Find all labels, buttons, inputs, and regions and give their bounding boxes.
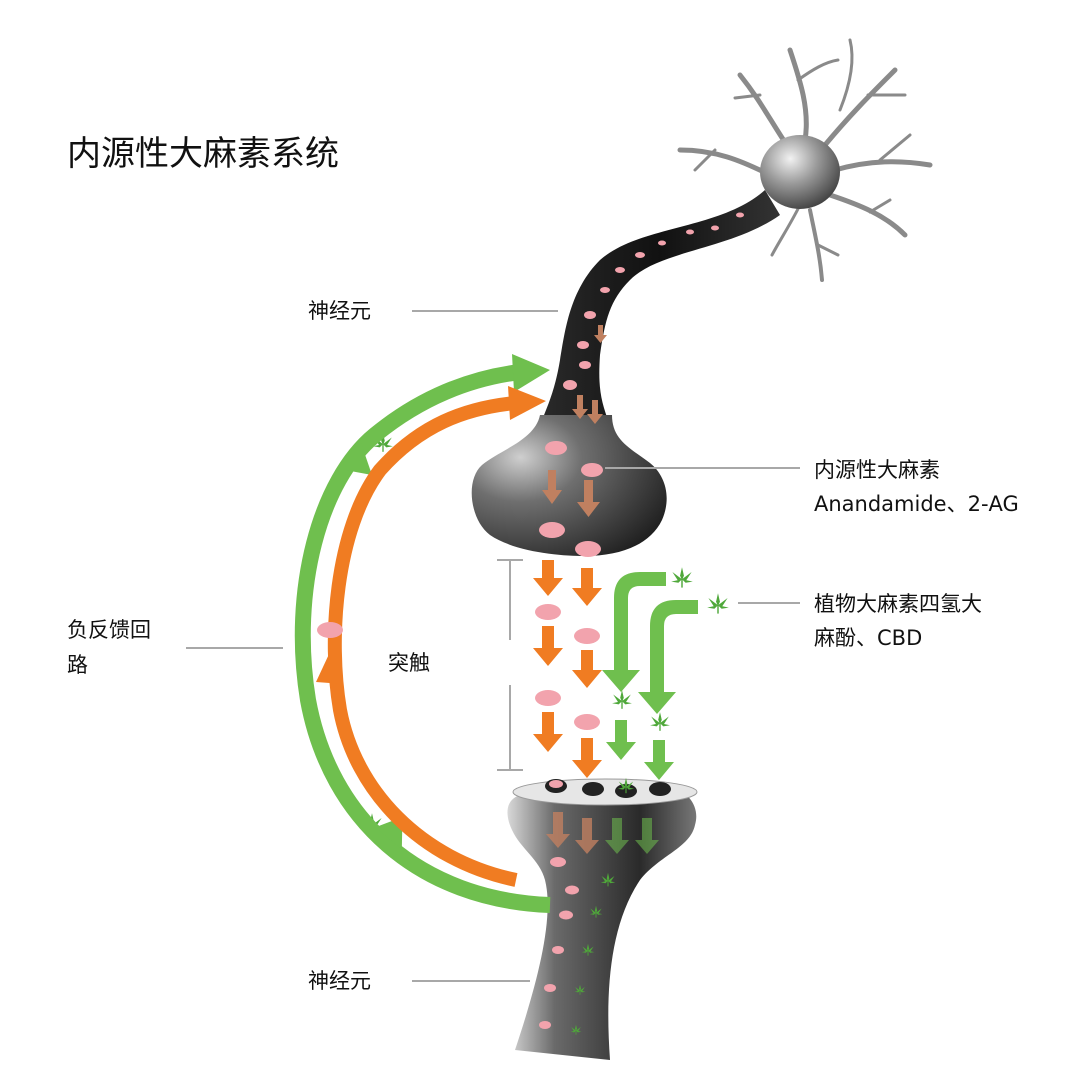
label-endocannabinoid-examples: Anandamide、2-AG: [814, 492, 1019, 516]
top-neuron-soma: [760, 135, 840, 209]
synaptic-endocannabinoids: [535, 604, 600, 730]
label-neuron-bottom: 神经元: [308, 969, 371, 993]
presynaptic-axon: [540, 190, 780, 425]
axon-arrows: [572, 325, 607, 424]
postsynaptic-contents: [539, 812, 659, 1036]
terminal-contents: [539, 441, 603, 557]
label-feedback-line2: 路: [67, 653, 88, 677]
leader-lines: [186, 310, 800, 982]
synapse-bracket: [497, 559, 523, 771]
label-phyto-line2: 麻酚、CBD: [814, 626, 922, 650]
postsynaptic-neuron: [507, 781, 697, 1060]
label-synapse: 突触: [388, 651, 430, 675]
feedback-orange-arc: [316, 386, 546, 887]
phytocannabinoid-arrows: [602, 572, 698, 780]
label-endocannabinoid: 内源性大麻素: [814, 458, 940, 482]
label-feedback-line1: 负反馈回: [67, 618, 151, 642]
label-neuron-top: 神经元: [308, 299, 371, 323]
label-phyto-line1: 植物大麻素四氢大: [814, 592, 982, 616]
synaptic-orange-arrows: [533, 560, 602, 778]
presynaptic-terminal: [471, 415, 667, 556]
axon-molecules: [563, 212, 744, 390]
page-title: 内源性大麻素系统: [67, 134, 339, 174]
